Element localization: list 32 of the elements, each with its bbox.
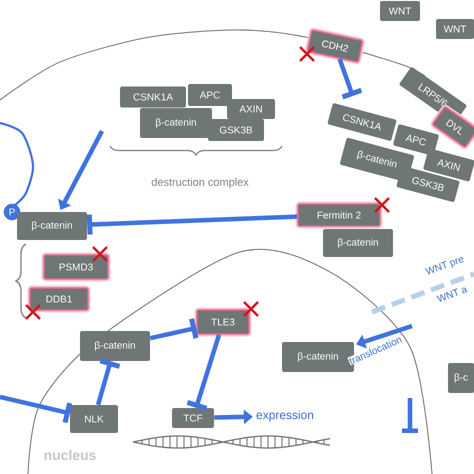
compartment-label: nucleus [44, 450, 96, 460]
protein-box: β-c [448, 363, 474, 393]
protein-box: AXIN [227, 99, 275, 119]
annotation-text: WNT a [436, 288, 468, 302]
protein-box: β-catenin [140, 108, 212, 138]
annotation-text: WNT pre [424, 257, 464, 274]
highlighted-protein-box: DVL [430, 104, 474, 150]
node-label: GSK3B [220, 126, 252, 134]
protein-box: β-catenin [323, 229, 393, 257]
protein-box: WNT [380, 1, 420, 21]
protein-box: CSNK1A [328, 103, 396, 141]
protein-box: β-catenin [17, 212, 87, 240]
highlighted-protein-box: CDH2 [305, 28, 365, 64]
node-label: β-catenin [156, 118, 196, 128]
highlighted-protein-box: PSMD3 [42, 252, 110, 282]
highlighted-protein-box: TLE3 [194, 308, 252, 336]
protein-box: TCF [172, 408, 214, 428]
protein-box: GSK3B [208, 119, 264, 141]
expression-label: expression [256, 410, 314, 422]
inhibition-arrow [86, 214, 298, 235]
protein-box: CSNK1A [120, 86, 186, 108]
highlighted-protein-box: Fermitin 2 [296, 202, 382, 228]
protein-box: APC [393, 124, 439, 156]
highlighted-protein-box: DDB1 [28, 286, 90, 312]
caption-text: destruction complex [152, 178, 249, 188]
inhibition-arrow [150, 318, 198, 340]
protein-box: β-catenin [80, 331, 150, 361]
protein-box: APC [188, 84, 232, 106]
protein-box: WNT [436, 19, 474, 39]
protein-box: NLK [70, 405, 118, 433]
node-label: AXIN [239, 106, 262, 112]
node-label: CSNK1A [134, 93, 173, 101]
